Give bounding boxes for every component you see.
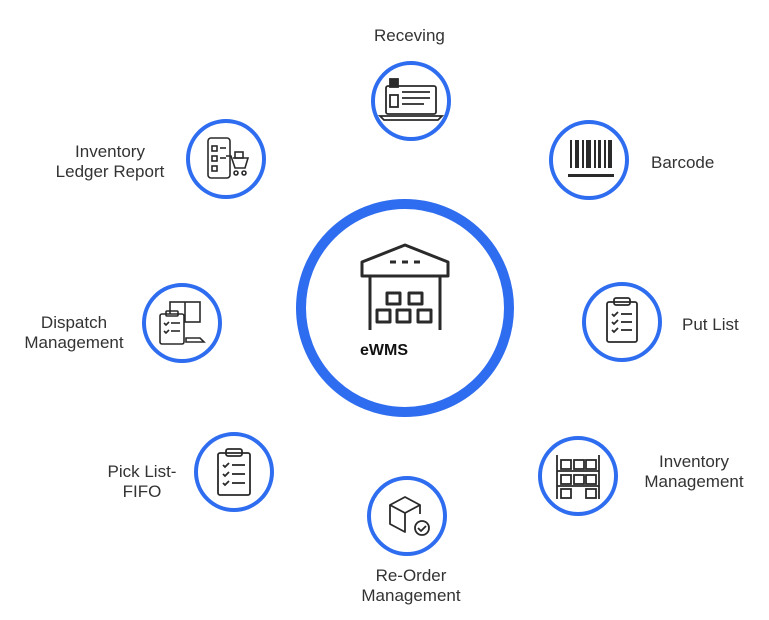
node-barcode [549,120,629,200]
node-label-inventory-ledger-report: Inventory Ledger Report [55,142,165,181]
center-hub [296,199,514,417]
node-label-receving: Receving [374,26,445,45]
node-re-order-management [367,476,447,556]
node-inventory-management [538,436,618,516]
warehouse-icon [360,243,450,330]
center-label: eWMS [360,342,408,359]
checklist-icon [217,448,251,496]
shelves-icon [556,455,600,499]
node-label-dispatch-management: Dispatch Management [24,313,124,352]
node-pick-list-fifo [194,432,274,512]
node-label-inventory-management: Inventory Management [644,452,744,491]
clipboard-list-icon [606,297,638,343]
node-receving [371,61,451,141]
node-dispatch-management [142,283,222,363]
dispatch-icon [159,301,206,345]
node-inventory-ledger-report [186,119,266,199]
node-label-put-list: Put List [682,315,739,334]
node-label-barcode: Barcode [651,153,715,172]
laptop-icon [377,78,445,121]
barcode-icon [568,140,614,177]
node-label-pick-list-fifo: Pick List- FIFO [107,462,177,501]
box-check-icon [389,496,430,536]
node-put-list [582,282,662,362]
node-label-re-order-management: Re-Order Management [361,566,461,605]
cart-checklist-icon [207,137,250,179]
